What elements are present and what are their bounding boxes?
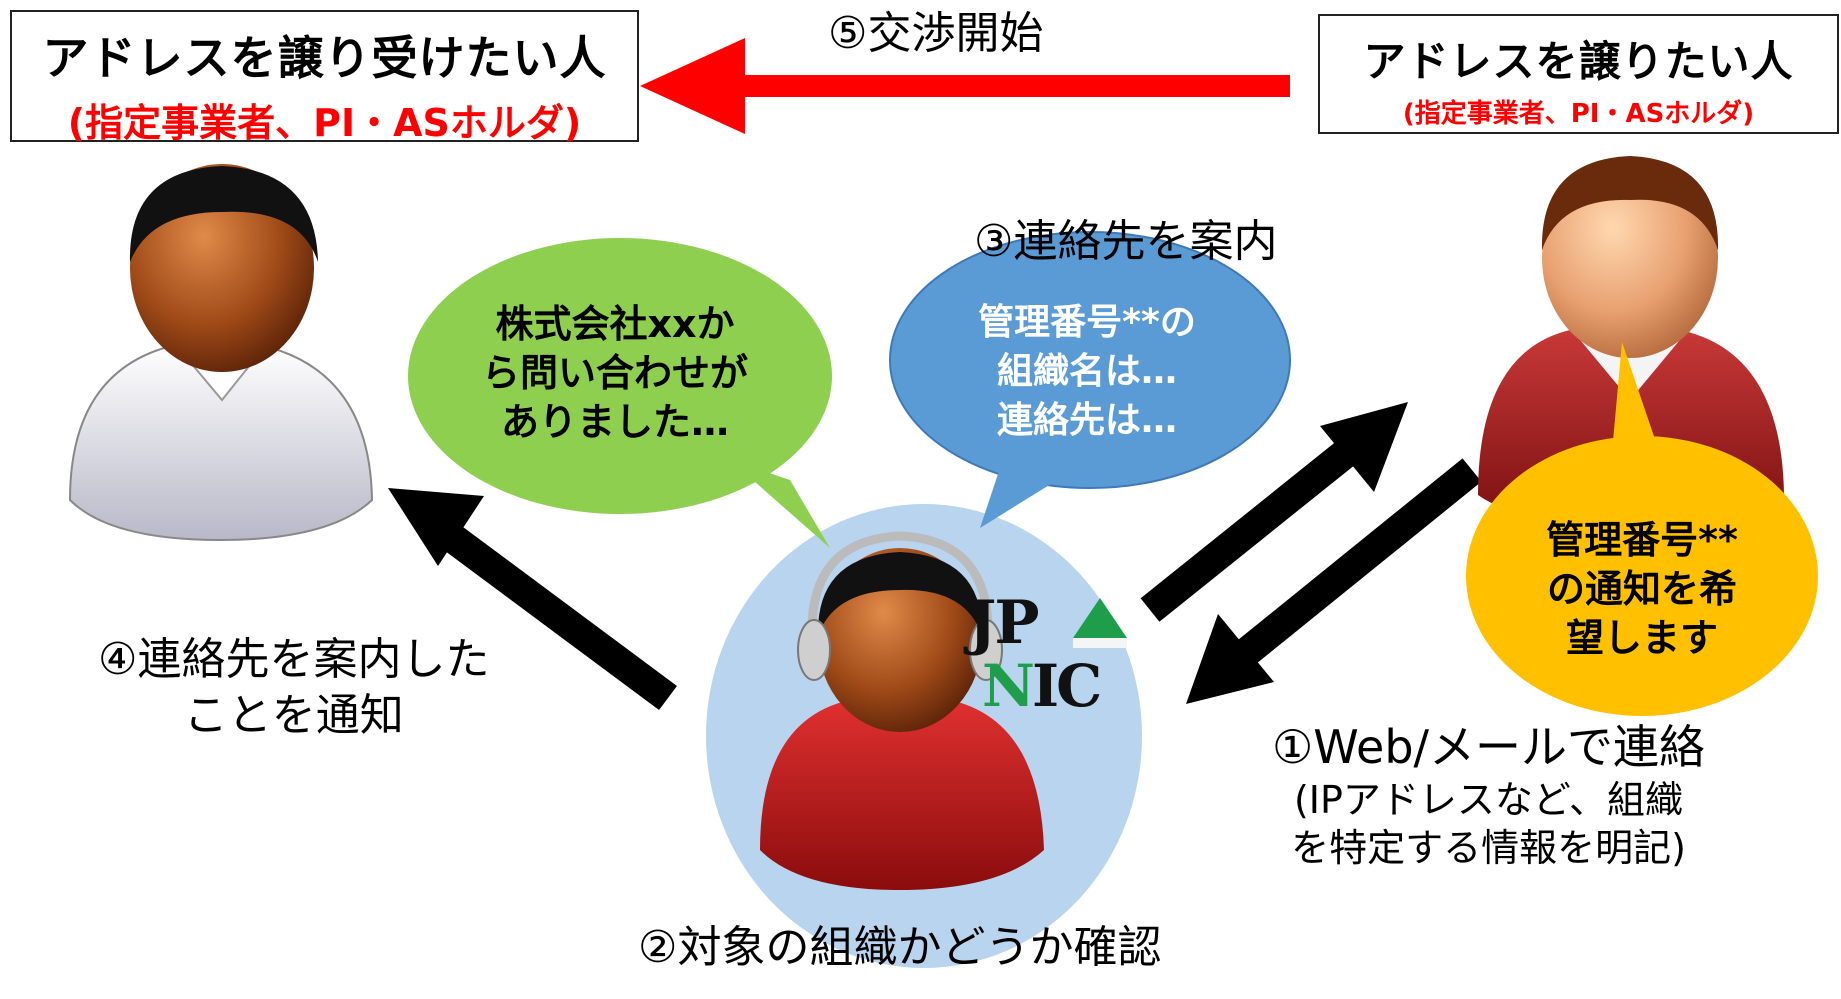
green-bubble-line: ら問い合わせが — [481, 351, 748, 395]
step4-line1: ④連絡先を案内した — [98, 634, 490, 685]
yellow-bubble-line: 管理番号** — [1546, 518, 1738, 562]
transferrer-title-box: アドレスを譲りたい人 (指定事業者、PI・ASホルダ) — [1318, 14, 1839, 134]
blue-bubble-line: 組織名は… — [996, 351, 1177, 392]
yellow-speech-bubble — [1466, 342, 1818, 716]
step5-label: ⑤交渉開始 — [828, 8, 1044, 59]
step2-label: ②対象の組織かどうか確認 — [638, 922, 1162, 973]
jpnic-operator-icon — [760, 531, 1044, 890]
yellow-bubble-line: の通知を希 — [1546, 567, 1737, 611]
step1-title: ①Web/メールで連絡 — [1272, 720, 1706, 774]
receiver-title: アドレスを譲り受けたい人 — [42, 31, 607, 85]
blue-bubble-line: 連絡先は… — [996, 400, 1177, 441]
green-bubble-text: 株式会社xxか ら問い合わせが ありました… — [450, 300, 780, 447]
jpnic-logo — [1073, 598, 1127, 648]
receiver-subtitle: (指定事業者、PI・ASホルダ) — [67, 101, 582, 145]
jpnic-logo-ic: IC — [1032, 652, 1102, 720]
jpnic-logo-text-bottom: NIC — [982, 652, 1102, 720]
yellow-bubble-text: 管理番号** の通知を希 望します — [1492, 516, 1792, 663]
red-arrow-negotiation — [640, 38, 1290, 134]
step4-line2: ことを通知 — [183, 690, 404, 741]
arrow-step3 — [1140, 402, 1408, 622]
green-bubble-line: ありました… — [500, 400, 729, 444]
transferrer-title: アドレスを譲りたい人 — [1363, 37, 1794, 86]
transferrer-subtitle: (指定事業者、PI・ASホルダ) — [1402, 99, 1755, 129]
green-speech-bubble — [408, 238, 832, 548]
blue-bubble-line: 管理番号**の — [978, 302, 1196, 343]
step1-label: ①Web/メールで連絡 (IPアドレスなど、組織 を特定する情報を明記) — [1272, 718, 1705, 872]
step1-detail-line2: を特定する情報を明記) — [1291, 826, 1686, 870]
arrow-step1 — [1186, 458, 1482, 704]
step3-label: ③連絡先を案内 — [974, 216, 1278, 267]
blue-bubble-text: 管理番号**の 組織名は… 連絡先は… — [932, 298, 1242, 445]
jpnic-logo-n: N — [982, 652, 1035, 720]
blue-speech-bubble — [889, 231, 1291, 528]
person-receiver-icon — [68, 164, 374, 542]
step4-label: ④連絡先を案内した ことを通知 — [98, 632, 489, 744]
green-bubble-line: 株式会社xxか — [495, 302, 735, 346]
step1-detail-line1: (IPアドレスなど、組織 — [1293, 778, 1684, 822]
arrow-step4 — [388, 488, 677, 711]
jpnic-logo-text-top: JP — [968, 588, 1040, 658]
receiver-title-box: アドレスを譲り受けたい人 (指定事業者、PI・ASホルダ) — [10, 10, 639, 145]
yellow-bubble-line: 望します — [1565, 616, 1718, 660]
